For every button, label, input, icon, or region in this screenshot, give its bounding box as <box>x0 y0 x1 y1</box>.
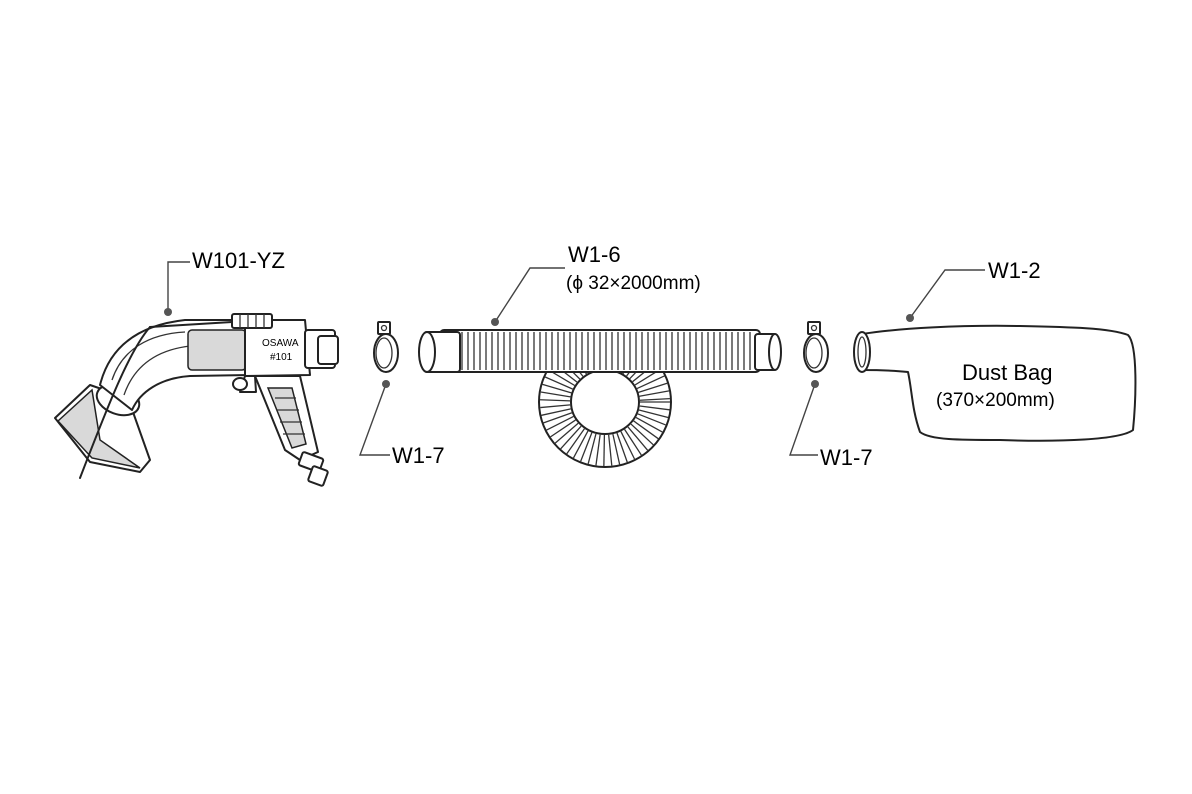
coil-rib <box>572 430 589 459</box>
coil-rib <box>550 419 577 438</box>
hose-clamp-left <box>373 321 399 373</box>
vacuum-gun: OSAWA #101 <box>54 313 339 487</box>
coil-rib <box>633 420 659 440</box>
coil-rib <box>580 432 593 462</box>
coil-rib <box>540 399 571 402</box>
coil-rib <box>630 423 654 446</box>
hose-label: W1-6 <box>568 242 621 267</box>
coil-rib <box>636 375 665 390</box>
coil-rib <box>543 412 573 424</box>
coil-rib <box>637 413 666 426</box>
coil-rib <box>616 432 628 463</box>
coil-rib <box>627 426 649 451</box>
coil-rib <box>560 425 582 450</box>
coil-rib <box>620 431 636 460</box>
coil-rib <box>540 404 571 409</box>
coil-rib <box>639 390 670 397</box>
coil-rib <box>541 408 571 416</box>
bag-spec-label: (370×200mm) <box>936 390 1055 411</box>
coil-rib <box>635 416 663 433</box>
dust-bag <box>853 324 1137 442</box>
bag-leader <box>906 269 985 322</box>
hose-clamp-right <box>803 321 829 373</box>
coil-rib <box>612 434 621 465</box>
coil-rib <box>546 415 574 431</box>
hose-leader <box>491 267 565 326</box>
coil-rib <box>608 434 613 466</box>
clamp-right-label: W1-7 <box>820 445 873 470</box>
flexible-hose <box>418 329 782 468</box>
coil-rib <box>566 428 585 455</box>
coil-rib <box>638 382 668 393</box>
gun-model-text: #101 <box>270 352 293 363</box>
coil-rib <box>542 383 572 394</box>
coil-rib <box>595 434 601 466</box>
coil-rib <box>638 409 669 419</box>
coil-rib <box>624 429 642 456</box>
clamp-left-leader <box>358 380 390 456</box>
coil-rib <box>639 405 670 411</box>
coil-rib <box>587 433 597 464</box>
clamp-left-label: W1-7 <box>392 443 445 468</box>
hose-spec-label: (ϕ 32×2000mm) <box>566 273 701 294</box>
gun-brand-text: OSAWA <box>262 338 299 349</box>
coil-rib <box>603 434 606 467</box>
gun-label: W101-YZ <box>192 248 285 273</box>
coil-rib <box>544 376 574 390</box>
clamp-right-leader <box>789 380 819 456</box>
coil-rib <box>540 391 571 398</box>
bag-name-label: Dust Bag <box>962 360 1053 385</box>
gun-leader <box>164 261 190 316</box>
coil-rib <box>554 422 579 444</box>
bag-label: W1-2 <box>988 258 1041 283</box>
coil-rib <box>639 398 670 401</box>
